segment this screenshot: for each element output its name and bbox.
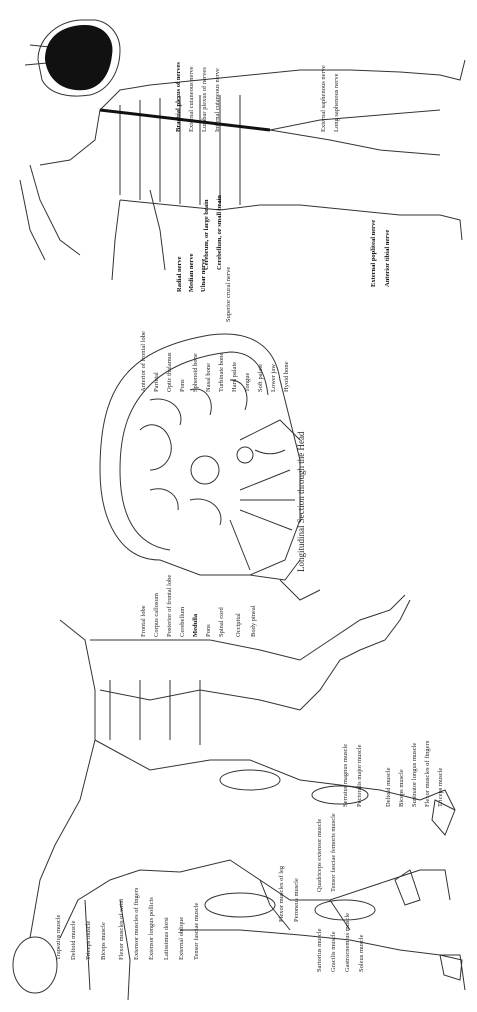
head-label: Posterior of frontal lobe <box>166 575 173 637</box>
head-section-caption: Longitudinal Section through the Head <box>296 432 306 572</box>
muscle-label: Deltoid muscle <box>385 767 392 807</box>
muscle-label: Triceps muscle <box>437 768 444 807</box>
head-label: Soft palate <box>257 364 264 392</box>
nerve-label: Radial nerve <box>176 256 183 292</box>
head-label: Frontal lobe <box>140 605 147 637</box>
muscle-label: Extensor muscles of fingers <box>133 888 140 960</box>
head-label: Tongue <box>244 373 251 392</box>
muscle-label: Latissimus dorsi <box>163 917 170 960</box>
muscle-label: Tensor fasciae muscle <box>193 903 200 960</box>
muscle-label: Biceps muscle <box>398 769 405 807</box>
head-label: Anterior of frontal lobe <box>140 331 147 392</box>
head-label: Spinal cord <box>218 607 225 637</box>
nerve-label: External popliteal nerve <box>370 220 377 287</box>
muscle-label: Quadriceps extensor muscle <box>316 819 323 892</box>
nerve-label: Ulnar nerve <box>200 259 207 292</box>
muscle-label: Triceps muscle <box>85 921 92 960</box>
head-label: Hard palate <box>231 362 238 392</box>
muscle-label: Soleus muscle <box>358 935 365 972</box>
nerve-label: Anterior tibial nerve <box>384 230 391 287</box>
head-label: Nasal bone <box>205 363 212 392</box>
nerve-label: External saphenous nerve <box>320 65 327 132</box>
muscle-label: Tensor fasciae femoris muscle <box>330 813 337 892</box>
head-label: Corpus callosum <box>153 593 160 637</box>
head-label: Pons <box>205 624 212 637</box>
nerve-label: Superior crural nerve <box>225 267 232 322</box>
nerve-label: External cutaneous nerve <box>188 66 195 132</box>
head-label: Hyoid bone <box>283 361 290 392</box>
muscle-label: External oblique <box>178 917 185 960</box>
muscle-label: Serratus magnus muscle <box>342 744 349 807</box>
head-label: Turbinate bone <box>218 353 225 392</box>
muscle-label: Biceps muscle <box>100 922 107 960</box>
muscle-label: Supinator longus muscle <box>411 743 418 807</box>
nerve-label: Internal cutaneous nerve <box>214 68 221 132</box>
muscle-label: Pectoralis major muscle <box>356 745 363 807</box>
muscle-label: Deltoid muscle <box>70 920 77 960</box>
nerve-label: Lumbar plexus of nerves <box>201 67 208 132</box>
head-label: Optic thalamus <box>166 352 173 392</box>
head-label: Pons <box>179 379 186 392</box>
nerve-label: Cerebellum, or small brain <box>216 195 223 270</box>
muscle-label: Gracilis muscle <box>330 931 337 972</box>
head-label: Lower jaw <box>270 364 277 392</box>
head-label: Cerebellum <box>179 607 186 637</box>
nerve-label: Long saphenous nerve <box>333 74 340 132</box>
muscle-label: Flexor muscles of wrist <box>118 899 125 960</box>
nerve-label: Median nerve <box>188 254 195 292</box>
muscle-label: Gastrocnemius muscle <box>344 913 351 972</box>
muscle-label: Extensor longus pollicis <box>148 897 155 960</box>
muscle-label: Sartorius muscle <box>316 928 323 972</box>
muscle-label: Flexor muscles of leg <box>278 866 285 922</box>
head-label: Occipital <box>235 613 242 637</box>
head-label: Medulla <box>192 614 199 637</box>
head-label: Sphenoid bone <box>192 353 199 392</box>
head-label: Parietal <box>153 372 160 392</box>
muscle-label: Flexor muscles of fingers <box>424 741 431 807</box>
muscle-label: Trapezius muscle <box>55 915 62 960</box>
head-label: Body pineal <box>250 605 257 637</box>
nerve-label: Brachial plexus of nerves <box>175 62 182 132</box>
muscle-label: Peroneus muscle <box>293 878 300 922</box>
